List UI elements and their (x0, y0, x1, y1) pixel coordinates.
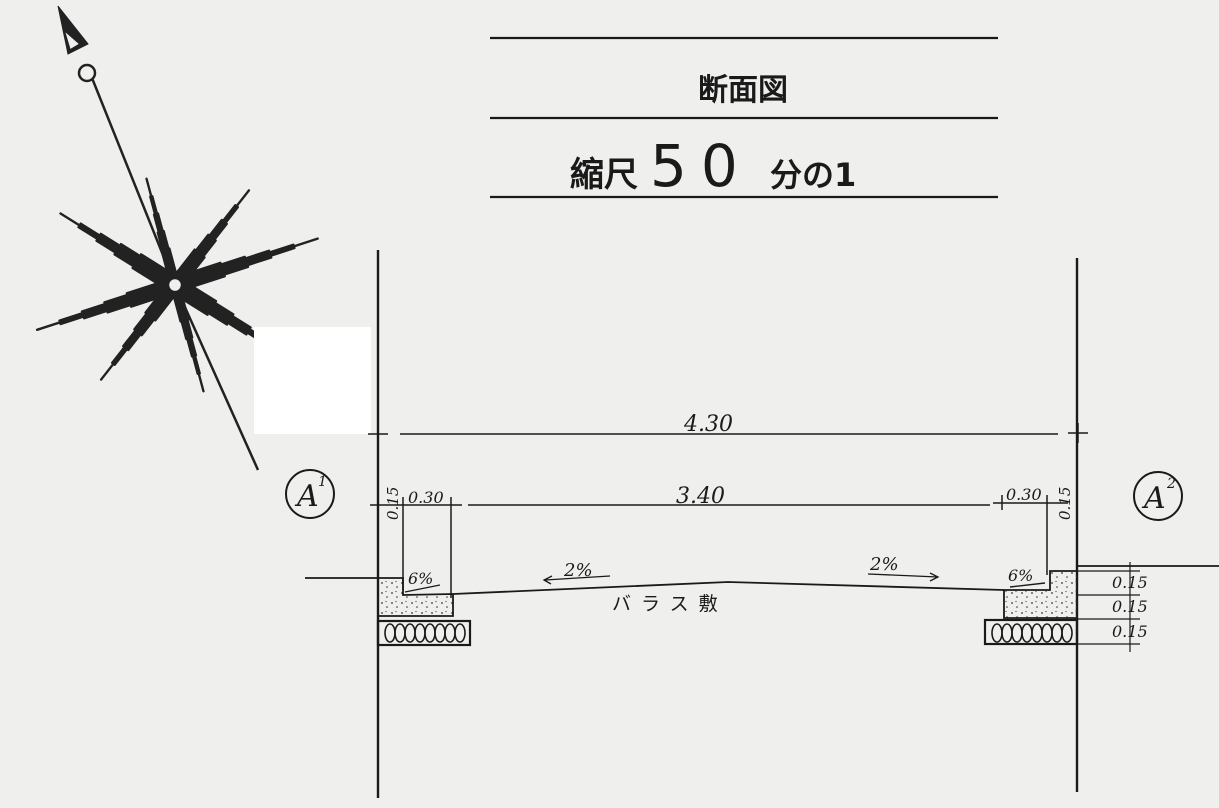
svg-text:A: A (1141, 481, 1166, 516)
right-curb-width-label: 0.30 (1006, 485, 1042, 504)
layer-1-thickness: 0.15 (1112, 573, 1148, 592)
svg-text:2: 2 (1166, 476, 1176, 492)
overall-width-label: 4.30 (683, 412, 733, 437)
marker-a2: A 2 (1133, 471, 1183, 521)
surface-material-label: バラス敷 (612, 593, 728, 615)
redacted-label-box (254, 327, 371, 434)
overall-dimension-line (368, 423, 1088, 443)
scale-number: 50 (650, 132, 752, 200)
left-curb-width-label: 0.30 (408, 488, 444, 507)
scale-prefix: 縮尺 (570, 155, 638, 195)
boundary-lines (376, 250, 1079, 798)
title-block (490, 36, 998, 199)
right-gap-label: 0.15 (1056, 487, 1074, 520)
road-cross-section (305, 562, 1219, 652)
left-curb-slope: 6% (408, 569, 433, 588)
inner-dimension-line (370, 495, 1068, 598)
left-road-slope: 2% (563, 560, 593, 581)
drawing-title: 断面図 (698, 73, 788, 108)
marker-a1: A 1 (285, 469, 335, 519)
layer-3-thickness: 0.15 (1112, 622, 1148, 641)
inner-width-label: 3.40 (676, 484, 725, 509)
svg-text:A: A (294, 479, 319, 514)
scale-suffix: 分の1 (770, 156, 856, 194)
left-gap-label: 0.15 (384, 487, 402, 520)
right-road-slope: 2% (869, 554, 899, 575)
right-curb-slope: 6% (1008, 566, 1033, 585)
layer-2-thickness: 0.15 (1112, 597, 1148, 616)
svg-text:1: 1 (318, 474, 327, 490)
